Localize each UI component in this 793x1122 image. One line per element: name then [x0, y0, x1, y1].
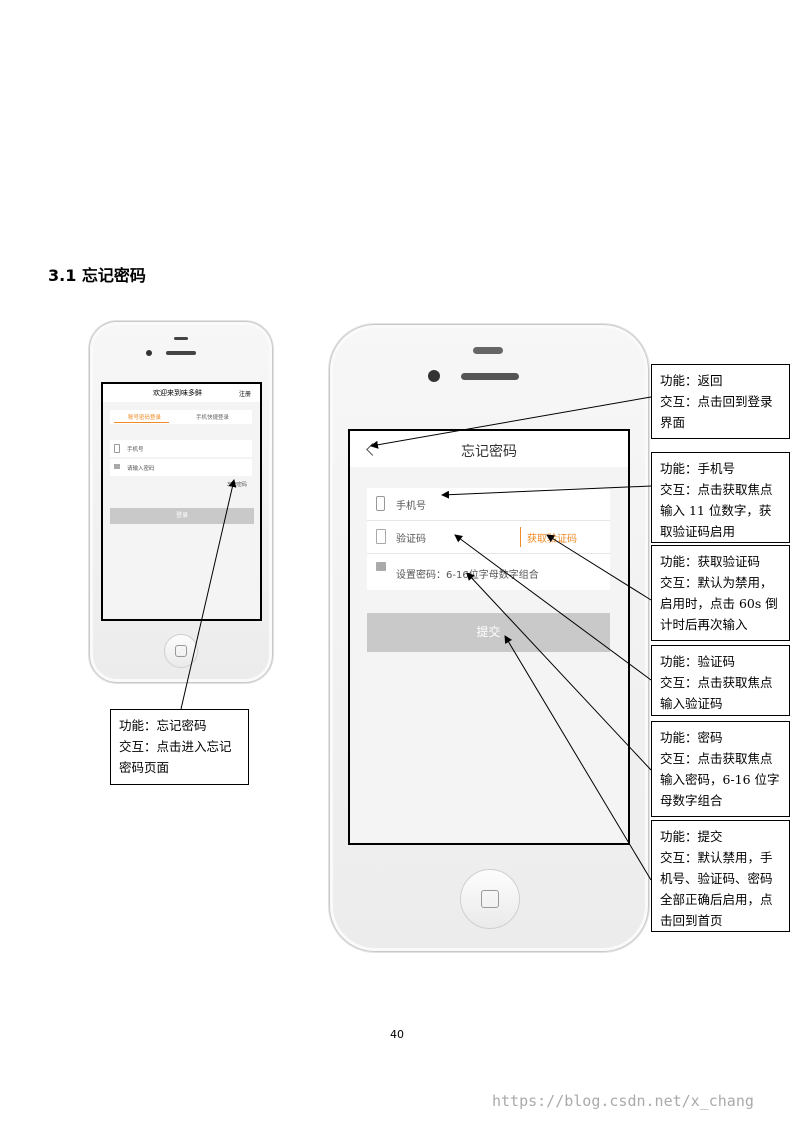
arrow-get-code: [546, 534, 652, 601]
code-icon: [376, 529, 386, 544]
code-placeholder: 验证码: [396, 534, 426, 545]
phone-field[interactable]: 手机号: [110, 440, 252, 457]
home-square-icon: [175, 645, 187, 657]
note-code: 功能：验证码 交互：点击获取焦点输入验证码: [651, 645, 790, 716]
forgot-header: 忘记密码: [350, 431, 628, 467]
phone-icon: [376, 496, 385, 511]
login-header: 欢迎来到味多鲜 注册: [103, 384, 260, 402]
divider: [520, 527, 521, 547]
arrow-code: [454, 534, 652, 681]
tab-underline: [114, 422, 169, 423]
camera-icon: [146, 350, 152, 356]
login-tabs: 账号密码登录 手机快捷登录: [110, 410, 252, 424]
small-phone-screen: 欢迎来到味多鲜 注册 账号密码登录 手机快捷登录 手机号 请输入密码 忘记密码 …: [101, 382, 262, 621]
speaker-grille: [166, 351, 196, 355]
phone-placeholder: 手机号: [396, 501, 426, 512]
small-phone-mockup: 欢迎来到味多鲜 注册 账号密码登录 手机快捷登录 手机号 请输入密码 忘记密码 …: [89, 321, 273, 683]
earpiece: [174, 337, 188, 340]
lock-icon: [114, 464, 120, 469]
phone-field[interactable]: 手机号: [367, 488, 610, 521]
note-submit: 功能：提交 交互：默认禁用，手机号、验证码、密码全部正确后启用，点击回到首页: [651, 820, 790, 932]
tab-phone-login[interactable]: 手机快捷登录: [196, 415, 230, 421]
arrow-phone: [441, 485, 652, 499]
phone-icon: [114, 444, 120, 453]
earpiece: [473, 347, 503, 354]
password-field[interactable]: 请输入密码: [110, 459, 252, 476]
forgot-password-screen: 忘记密码 手机号 验证码 获取验证码 设置密码：6-16位字母数字组合 提交: [348, 429, 630, 845]
large-phone-mockup: 忘记密码 手机号 验证码 获取验证码 设置密码：6-16位字母数字组合 提交: [329, 324, 649, 952]
speaker-grille: [461, 373, 519, 380]
home-button: [460, 869, 520, 929]
arrow-password: [466, 572, 652, 771]
login-title: 欢迎来到味多鲜: [153, 389, 202, 397]
note-back: 功能：返回 交互：点击回到登录界面: [651, 364, 790, 439]
home-square-icon: [481, 890, 499, 908]
camera-icon: [428, 370, 440, 382]
note-password: 功能：密码 交互：点击获取焦点输入密码，6-16 位字母数字组合: [651, 721, 790, 817]
note-forgot: 功能：忘记密码 交互：点击进入忘记密码页面: [110, 709, 249, 785]
forgot-password-link[interactable]: 忘记密码: [227, 482, 248, 488]
register-link[interactable]: 注册: [239, 391, 252, 398]
watermark: https://blog.csdn.net/x_chang: [492, 1092, 754, 1110]
note-phone: 功能：手机号 交互：点击获取焦点输入 11 位数字，获取验证码启用: [651, 452, 790, 543]
arrow-submit: [504, 635, 652, 881]
page-number: 40: [390, 1028, 404, 1041]
arrow-forgot: [180, 479, 237, 710]
home-button: [164, 634, 198, 668]
submit-button[interactable]: 提交: [367, 613, 610, 652]
section-title: 3.1 忘记密码: [48, 266, 146, 285]
note-get-code: 功能：获取验证码 交互：默认为禁用，启用时，点击 60s 倒计时后再次输入: [651, 545, 790, 641]
phone-placeholder: 手机号: [127, 447, 144, 453]
login-button[interactable]: 登录: [110, 508, 254, 524]
arrow-back: [370, 396, 652, 449]
page-title: 忘记密码: [461, 444, 517, 460]
tab-account-login[interactable]: 账号密码登录: [128, 415, 162, 421]
password-placeholder: 请输入密码: [127, 466, 155, 472]
unlock-icon: [376, 562, 386, 571]
